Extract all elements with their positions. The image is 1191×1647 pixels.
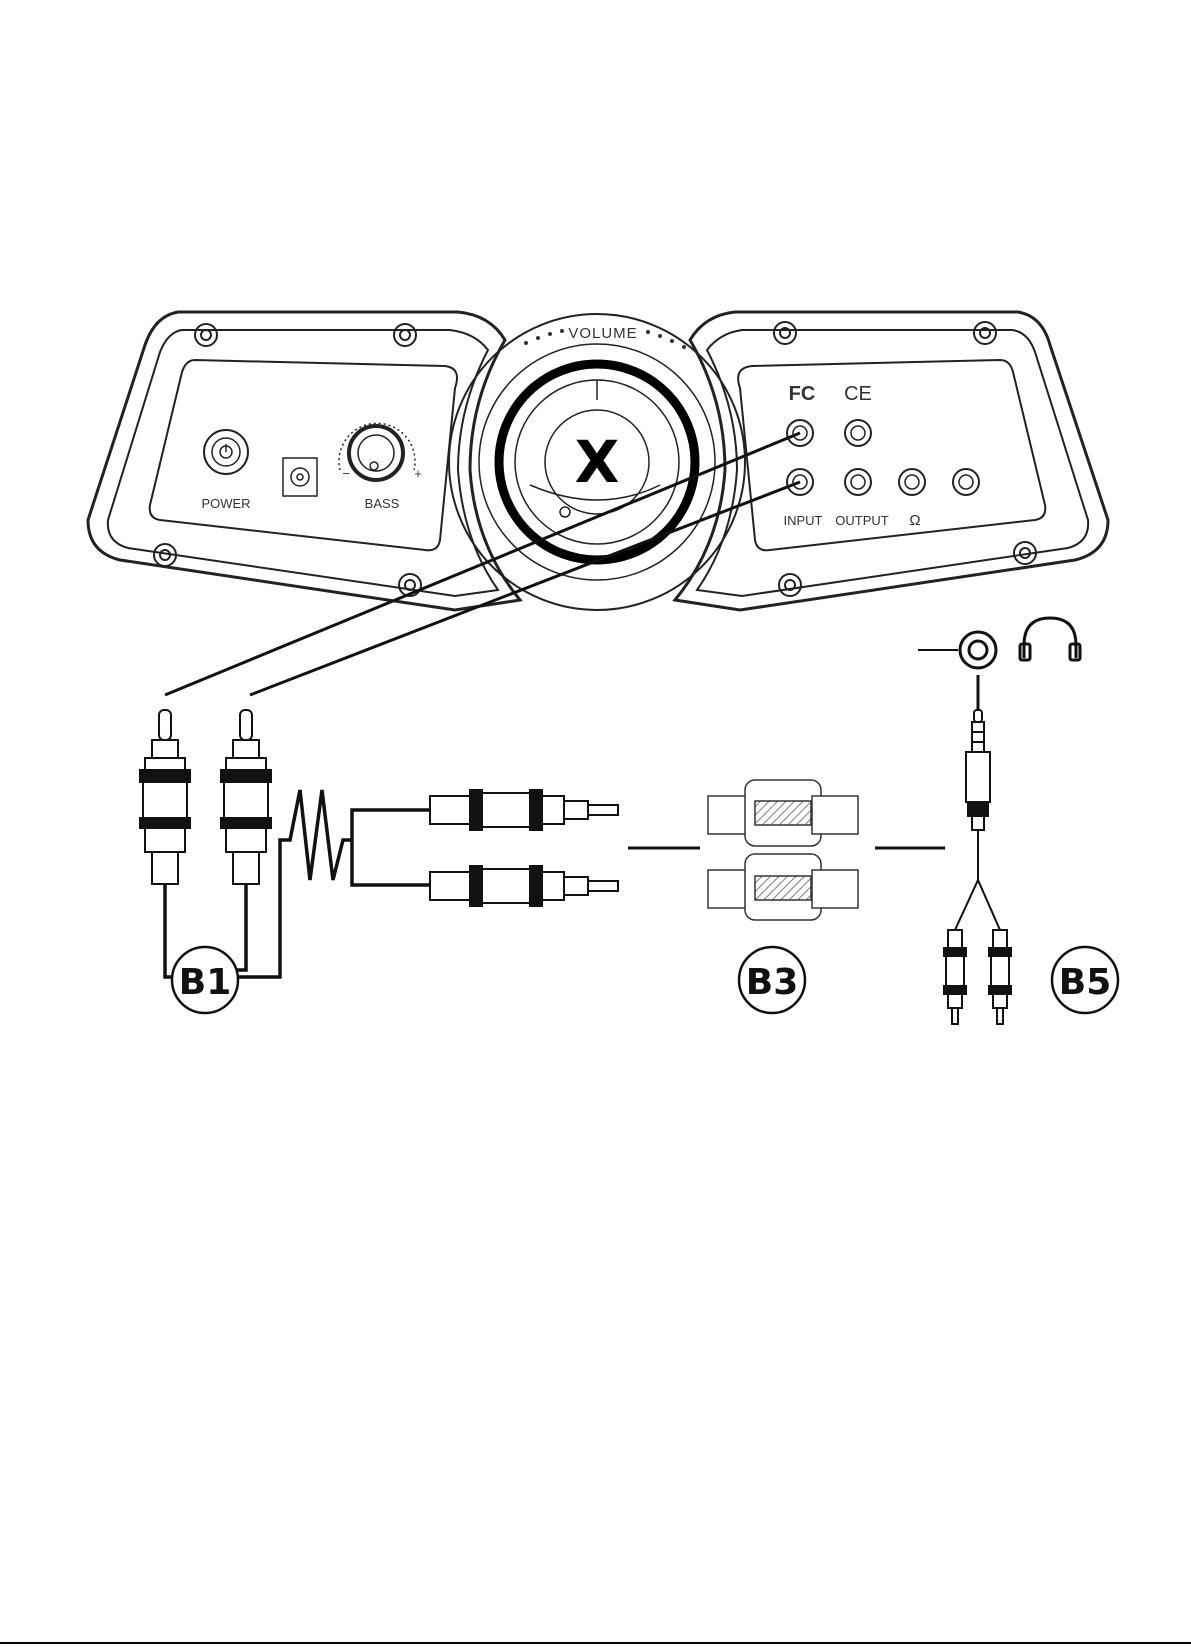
output-jack-bottom[interactable] (845, 469, 871, 495)
left-panel-face (150, 360, 457, 550)
rca-plug-b5-right (989, 930, 1011, 1024)
fcc-mark: FC (789, 383, 816, 405)
aux-cable-b5 (918, 632, 1011, 1024)
badge-b5: B5 (1052, 947, 1118, 1013)
headphone-jack[interactable] (899, 469, 925, 495)
badge-b1-label: B1 (179, 962, 232, 1003)
rca-plug-left-1 (140, 710, 190, 884)
output-jack-top[interactable] (845, 420, 871, 446)
rca-coupler-top (708, 780, 858, 846)
power-label: POWER (201, 496, 250, 511)
rca-coupler-b3 (708, 780, 858, 920)
rca-cable-b1 (140, 710, 618, 977)
bass-plus-label: + (414, 466, 422, 481)
left-wing-housing (88, 312, 520, 610)
rca-plug-right-2 (430, 866, 618, 906)
rca-plug-b5-left (944, 930, 966, 1024)
volume-label: VOLUME (568, 325, 637, 342)
power-icon (220, 444, 232, 458)
bass-minus-label: − (342, 466, 350, 481)
audio-jack-icon (960, 632, 996, 668)
output-label: OUTPUT (835, 513, 889, 528)
rca-plug-right-1 (430, 790, 618, 830)
aux-jack[interactable] (953, 469, 979, 495)
right-wing-housing (675, 312, 1108, 610)
panel-labels: VOLUME POWER BASS − + INPUT OUTPUT Ω FC … (201, 325, 920, 529)
input-label: INPUT (784, 513, 823, 528)
badge-b3-label: B3 (746, 962, 799, 1003)
rca-plug-left-2 (221, 710, 271, 884)
left-wing-inner (108, 330, 498, 596)
ce-mark: CE (844, 383, 872, 405)
headphone-symbol: Ω (909, 512, 920, 529)
badge-b5-label: B5 (1059, 962, 1112, 1003)
bass-knob[interactable] (349, 426, 403, 480)
badge-b1: B1 (172, 947, 238, 1013)
badge-b3: B3 (739, 947, 805, 1013)
mini-jack-plug (966, 710, 990, 830)
headphone-icon (1020, 618, 1080, 660)
brand-logo: X (575, 428, 620, 496)
dc-jack-icon (283, 458, 317, 496)
rca-coupler-bottom (708, 854, 858, 920)
bass-label: BASS (365, 496, 400, 511)
